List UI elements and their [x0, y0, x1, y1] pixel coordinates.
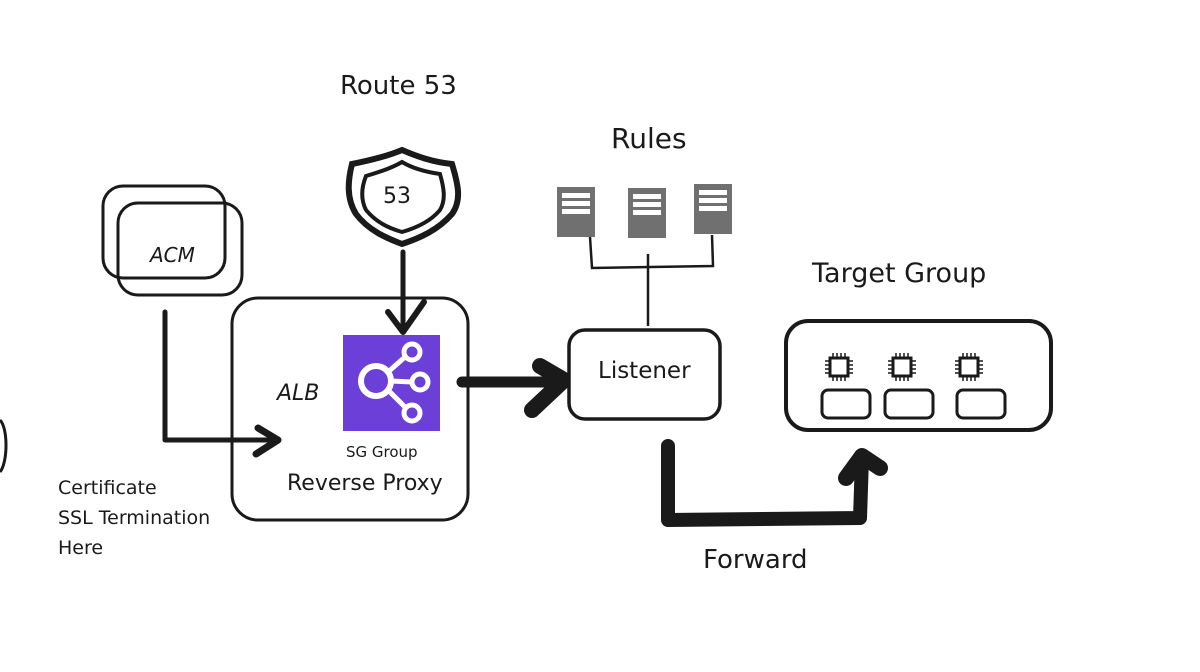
targets: [820, 353, 1007, 420]
listener-label: Listener: [598, 358, 691, 384]
acm-to-alb-arrow: [162, 309, 282, 458]
alb-to-listener-arrow: [456, 358, 572, 418]
alb-label: ALB: [275, 381, 319, 406]
rules-connector: [588, 234, 715, 326]
rules-servers: [557, 184, 732, 238]
reverse-proxy-label: Reverse Proxy: [287, 471, 443, 496]
target-group-title: Target Group: [811, 258, 986, 289]
target-group-node: [784, 319, 1053, 432]
load-balancer-icon: [343, 335, 440, 431]
target-instance: [820, 353, 872, 420]
forward-label: Forward: [703, 545, 808, 575]
server-icon: [628, 188, 666, 238]
sg-group-label: SG Group: [346, 443, 418, 461]
server-icon: [694, 184, 732, 234]
certificate-note-line-2: SSL Termination: [58, 507, 210, 529]
certificate-note-line-1: Certificate: [58, 477, 157, 499]
chip-icon: [888, 353, 916, 381]
forward-arrow: [661, 439, 888, 527]
route53-title: Route 53: [340, 71, 457, 101]
server-icon: [557, 187, 595, 237]
rules-title: Rules: [611, 122, 687, 155]
route53-badge-text: 53: [383, 184, 411, 209]
partial-shape-left-edge: [0, 418, 8, 473]
target-instance: [955, 353, 1007, 420]
acm-node: ACM: [101, 184, 244, 297]
target-slot: [820, 388, 872, 420]
route53-to-alb-arrow: [385, 249, 427, 335]
target-slot: [883, 388, 935, 420]
target-slot: [955, 388, 1007, 420]
acm-label: ACM: [148, 243, 195, 267]
certificate-note-line-3: Here: [58, 537, 103, 559]
target-instance: [883, 353, 935, 420]
route53-shield-icon: 53: [345, 146, 461, 248]
chip-icon: [825, 353, 853, 381]
listener-node: Listener: [567, 328, 722, 421]
alb-node: ALB SG Group Reverse Proxy: [230, 296, 470, 522]
chip-icon: [955, 353, 983, 381]
